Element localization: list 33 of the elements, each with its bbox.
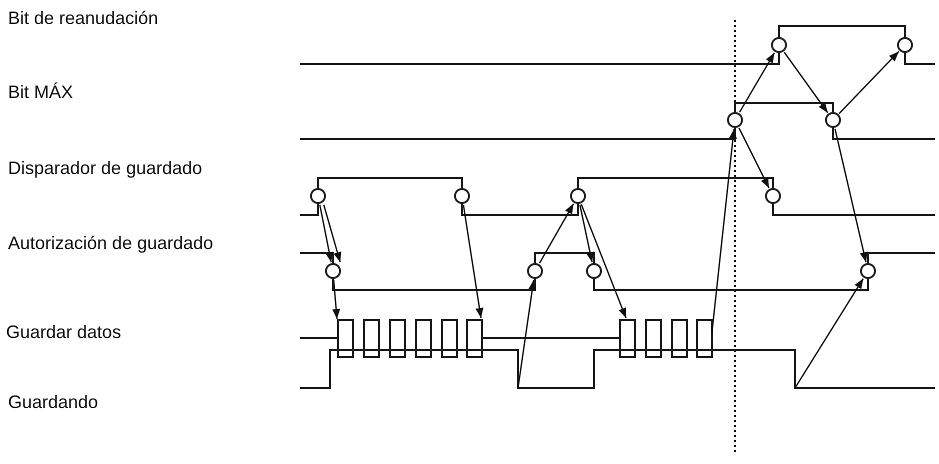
arrow (538, 203, 574, 264)
arrow (739, 52, 775, 113)
transition-circle (586, 263, 602, 279)
arrow (711, 128, 737, 332)
transition-circle (727, 112, 743, 128)
arrow (784, 52, 828, 114)
arrow (332, 280, 340, 320)
signal-label: Guardando (8, 392, 98, 413)
transition-circle (771, 37, 787, 53)
arrow (319, 204, 334, 262)
signal-label: Disparador de guardado (8, 158, 202, 179)
signal-label: Guardar datos (6, 322, 122, 343)
transition-circle (527, 263, 543, 279)
transition-circle (570, 188, 586, 204)
arrow (323, 204, 342, 262)
signal-label: Autorización de guardado (8, 233, 214, 254)
arrow (580, 204, 627, 318)
transition-circle (325, 263, 341, 279)
transition-circle (310, 188, 326, 204)
arrow (838, 51, 900, 114)
arrow (462, 204, 484, 318)
arrow (517, 280, 536, 388)
arrow (738, 128, 770, 188)
transition-circle (897, 37, 913, 53)
arrow (834, 128, 868, 262)
signal-label: Bit de reanudación (8, 8, 158, 29)
arrow (579, 204, 594, 262)
arrow (794, 278, 864, 388)
transition-circle (765, 188, 781, 204)
transition-circle (860, 263, 876, 279)
transition-circle (825, 112, 841, 128)
transition-circle (454, 188, 470, 204)
signal-label: Bit MÁX (8, 82, 74, 103)
